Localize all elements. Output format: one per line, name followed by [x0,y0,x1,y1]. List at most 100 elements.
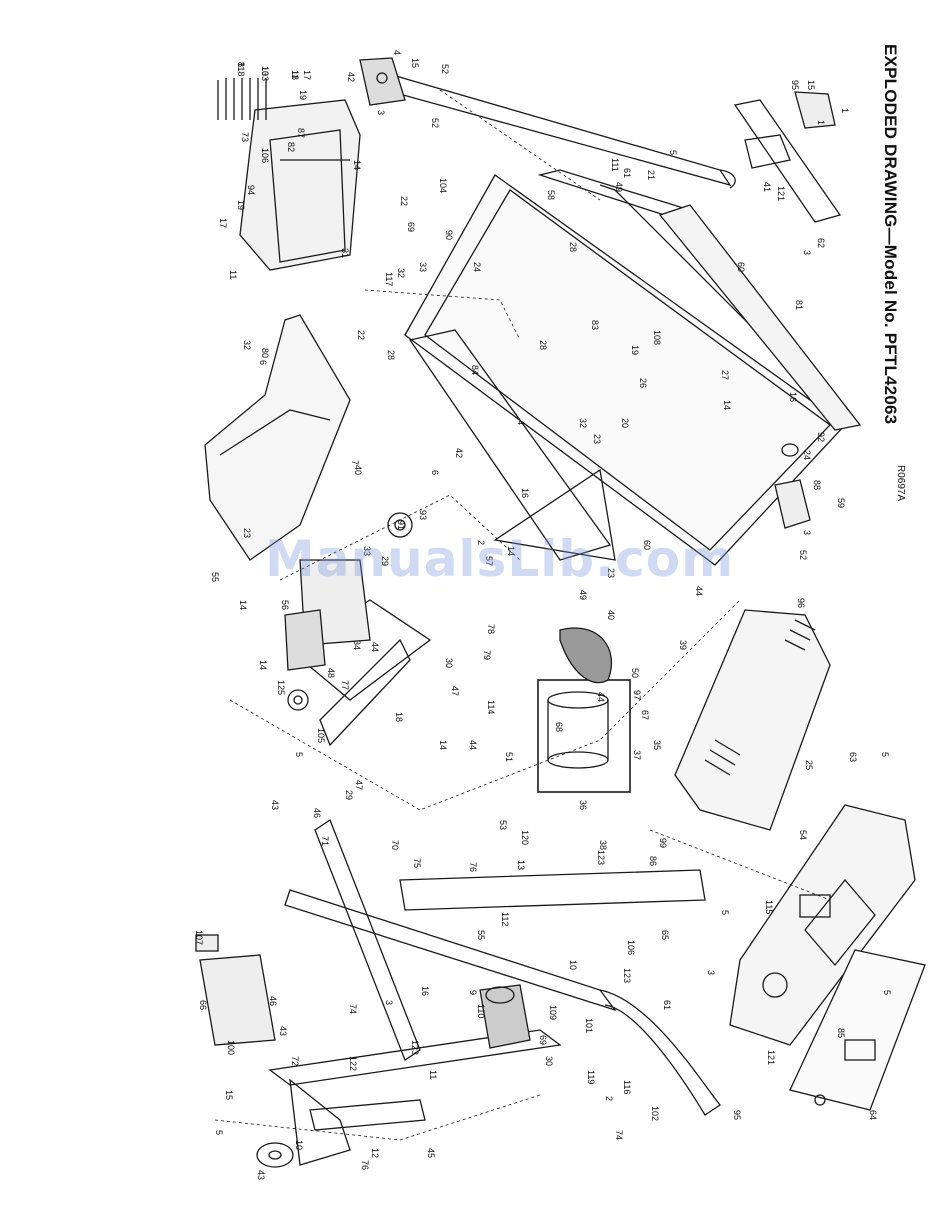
upright-right-top [733,91,842,223]
callout-number: 6 [258,360,268,365]
callout-number: 32 [578,418,588,428]
callout-number: 64 [868,1110,878,1120]
wheel [256,1142,294,1168]
callout-number: 46 [312,808,322,818]
callout-number: 14 [438,740,448,750]
callout-number: 56 [280,600,290,610]
callout-number: 46 [268,996,278,1006]
callout-number: 17 [302,70,312,80]
callout-number: 45 [426,1148,436,1158]
callout-number: 94 [246,185,256,195]
callout-number: 5 [882,990,892,995]
callout-number: 67 [640,710,650,720]
callout-number: 86 [648,856,658,866]
motor-hood [674,609,831,831]
incline-motor [479,984,531,1049]
deck-frame [404,169,862,566]
callout-number: 43 [270,800,280,810]
callout-number: 44 [694,586,704,596]
callout-number: 41 [762,182,772,192]
callout-number: 123 [596,850,606,865]
callout-number: 118 [236,62,246,76]
side-cover [204,314,351,561]
callout-number: 71 [320,836,330,846]
callout-number: 81 [794,300,804,310]
callout-number: 18 [290,70,300,80]
callout-number: 82 [286,142,296,152]
callout-number: 47 [354,780,364,790]
callout-number: 44 [596,692,606,702]
callout-number: 52 [430,118,440,128]
callout-number: 55 [476,930,486,940]
callout-number: 62 [816,238,826,248]
callout-number: 116 [622,1080,632,1094]
callout-number: 5 [214,1130,224,1135]
callout-number: 53 [498,820,508,830]
callout-number: 3 [376,110,386,115]
callout-number: 3 [706,970,716,975]
callout-number: 97 [632,690,642,700]
callout-number: 54 [798,830,808,840]
callout-number: 123 [410,1040,420,1055]
callout-number: 14 [352,160,362,170]
callout-number: 76 [360,1160,370,1170]
callout-number: 92 [816,432,826,442]
callout-number: 16 [420,986,430,996]
callout-number: 23 [242,528,252,538]
console-overlay [789,949,926,1111]
callout-number: 100 [226,1040,236,1055]
callout-number: 33 [418,262,428,272]
callout-number: 78 [486,624,496,634]
callout-number: 2 [604,1096,614,1101]
callout-number: 76 [468,862,478,872]
callout-number: 43 [278,1026,288,1036]
callout-number: 121 [766,1050,776,1065]
callout-number: 58 [546,190,556,200]
callout-number: 13 [260,66,270,76]
callout-number: 43 [256,1170,266,1180]
callout-number: 80 [260,348,270,358]
callout-number: 28 [386,350,396,360]
callout-number: 12 [370,1148,380,1158]
handrail-upper [359,57,736,189]
callout-number: 23 [606,568,616,578]
bolts-bundle [217,78,267,120]
callout-number: 106 [260,148,270,163]
callout-number: 91 [396,520,406,530]
callout-number: 85 [836,1028,846,1038]
callout-number: 25 [804,760,814,770]
callout-number: 15 [410,58,420,68]
callout-number: 123 [622,968,632,983]
callout-number: 121 [776,186,786,201]
callout-number: 40 [606,610,616,620]
pulley-inset [537,627,631,793]
callout-number: 79 [482,650,492,660]
callout-number: 22 [399,196,409,206]
callout-number: 65 [660,930,670,940]
callout-number: 88 [812,480,822,490]
callout-number: 77 [340,680,350,690]
callout-number: 72 [290,1056,300,1066]
callout-number: 32 [396,268,406,278]
callout-number: 10 [294,1140,304,1150]
callout-number: 109 [548,1005,558,1020]
callout-number: 48 [326,668,336,678]
callout-number: 18 [394,712,404,722]
callout-number: 90 [444,230,454,240]
callout-number: 106 [626,940,636,955]
callout-number: 52 [798,550,808,560]
callout-number: 6 [430,470,440,475]
callout-number: 1 [816,120,826,125]
callout-number: 47 [450,686,460,696]
callout-number: 11 [290,70,300,79]
callout-number: 102 [650,1106,660,1121]
base-frame [195,819,706,1166]
callout-number: 87 [296,128,306,138]
callout-number: 51 [504,752,514,762]
callout-number: 93 [418,510,428,520]
callout-number: 5 [880,752,890,757]
callout-number: 111 [610,158,620,172]
callout-number: 5 [720,910,730,915]
